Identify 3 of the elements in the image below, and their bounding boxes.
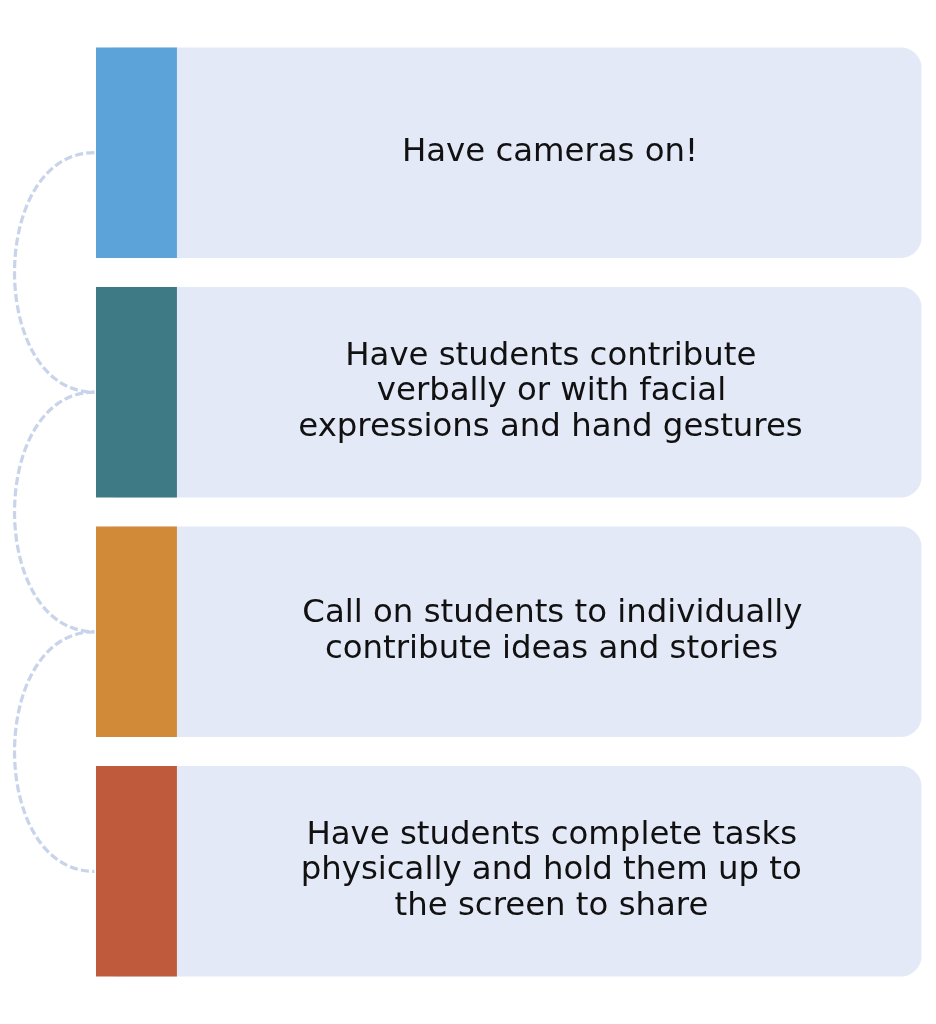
connector (13, 630, 95, 873)
connector (13, 151, 95, 394)
connector (13, 390, 95, 634)
